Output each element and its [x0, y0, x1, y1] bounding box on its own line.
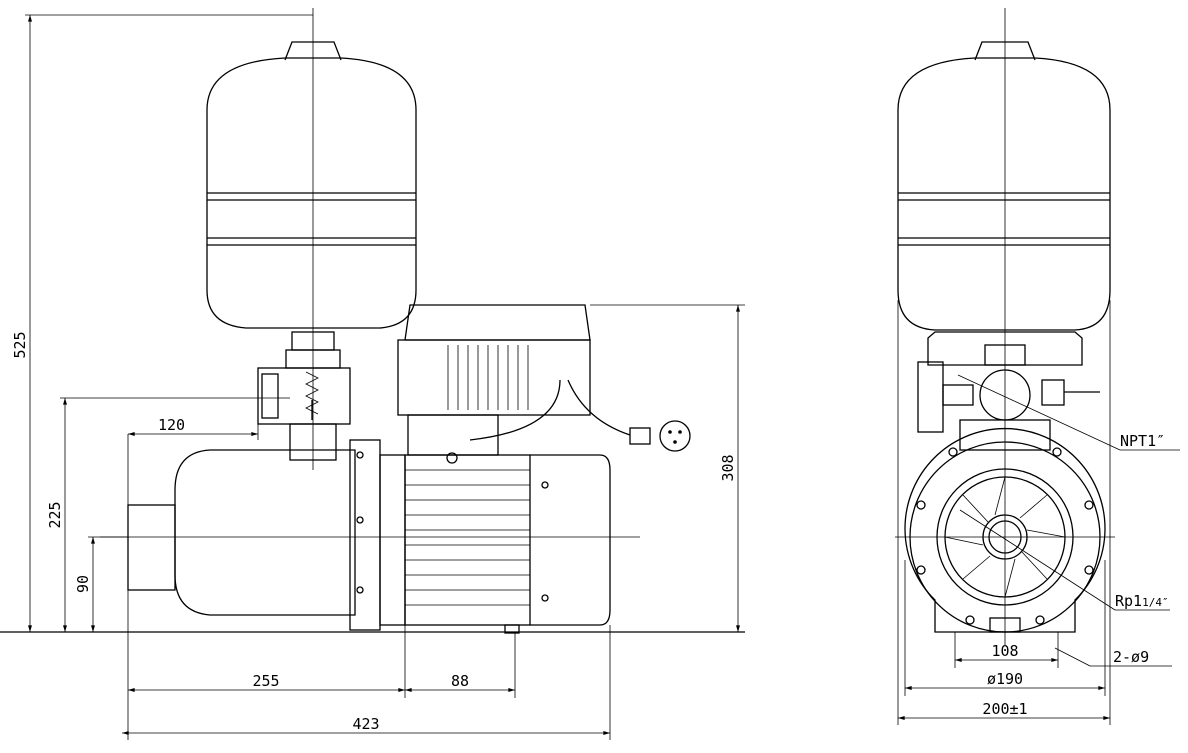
power-cable-plug	[469, 379, 691, 452]
label-outlet-thread: NPT1″	[1120, 432, 1165, 450]
dim-inlet-to-motor: 255	[252, 672, 279, 690]
dim-controller-height: 308	[719, 454, 737, 481]
dim-overall-width: 200±1	[982, 700, 1027, 718]
side-view: 525 225 90 120 308 255 88 423	[0, 8, 745, 740]
label-inlet-thread: Rp11/4″	[1115, 592, 1169, 610]
dim-foot-width: 108	[991, 642, 1018, 660]
check-valve	[257, 331, 351, 461]
controller-front	[917, 331, 1100, 451]
dim-inlet-height: 90	[74, 575, 92, 593]
dim-overall-height: 525	[11, 331, 29, 358]
dim-outlet-height: 225	[46, 501, 64, 528]
inlet-thread-main: Rp1	[1115, 592, 1142, 610]
dim-flange-diameter: ø190	[987, 670, 1023, 688]
controller-box	[397, 304, 591, 464]
pump-body	[127, 439, 406, 631]
dim-outlet-offset: 120	[158, 416, 185, 434]
pressure-tank-front	[897, 41, 1111, 331]
label-mounting-holes: 2-ø9	[1113, 648, 1149, 666]
dim-foot-spacing: 88	[451, 672, 469, 690]
motor	[404, 454, 611, 634]
dim-overall-length: 423	[352, 715, 379, 733]
front-view: NPT1″ Rp11/4″ 2-ø9 108 ø190 200±1	[895, 8, 1180, 725]
pressure-tank	[206, 41, 417, 329]
inlet-thread-fraction: 1/4″	[1142, 596, 1169, 609]
